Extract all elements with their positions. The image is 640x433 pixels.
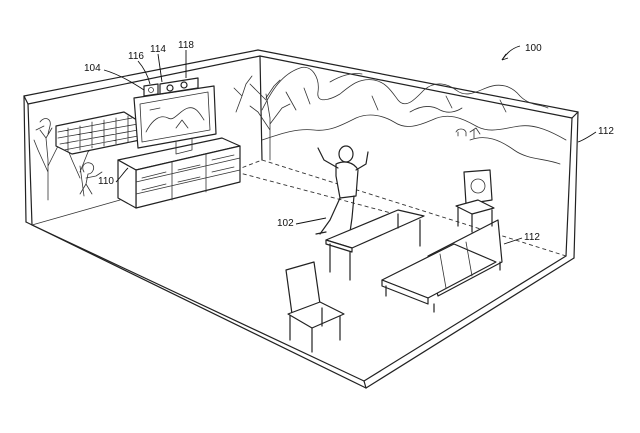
label-104: 104 bbox=[84, 63, 101, 74]
user-figure bbox=[316, 146, 368, 234]
user-head bbox=[339, 146, 353, 162]
room-floor-back-left bbox=[32, 200, 120, 225]
label-110: 110 bbox=[98, 176, 114, 187]
user-torso bbox=[336, 162, 358, 198]
projector-device bbox=[144, 84, 158, 96]
table-top bbox=[326, 210, 424, 248]
room-box bbox=[24, 50, 578, 388]
user-right-arm bbox=[356, 152, 368, 170]
mountain-ridge-5 bbox=[470, 138, 560, 164]
tree-back-wall-2 bbox=[234, 76, 252, 112]
character-left-2 bbox=[36, 119, 50, 134]
mountain-scenery bbox=[262, 67, 566, 164]
label-118: 118 bbox=[178, 40, 194, 51]
chair-back bbox=[456, 170, 494, 232]
mountain-ridge-1 bbox=[262, 67, 548, 110]
leader-114 bbox=[158, 54, 162, 82]
media-console bbox=[118, 138, 240, 208]
leader-112-right bbox=[578, 132, 596, 142]
chair-back-backrest bbox=[464, 170, 492, 204]
user-right-leg bbox=[350, 196, 354, 232]
room-right-vertical bbox=[566, 118, 572, 256]
label-114: 114 bbox=[150, 44, 166, 55]
mountain-tiny-animal bbox=[456, 129, 466, 136]
sensor-lens-a bbox=[167, 85, 173, 91]
room-top-right-corner bbox=[572, 112, 578, 118]
chair-back-seat bbox=[456, 200, 494, 214]
mountain-ridge-2 bbox=[262, 115, 566, 140]
chair-front bbox=[286, 262, 344, 352]
tree-back-wall bbox=[250, 80, 290, 160]
brick-wall-structure bbox=[56, 112, 140, 154]
mountain-tiny-figure bbox=[470, 128, 480, 138]
room-back-corner-vertical bbox=[260, 56, 262, 160]
label-112-right: 112 bbox=[598, 126, 614, 137]
label-102: 102 bbox=[277, 218, 294, 229]
leader-102 bbox=[296, 218, 326, 224]
room-front-left-vertical-outer bbox=[24, 96, 26, 222]
label-100: 100 bbox=[525, 43, 542, 54]
label-116: 116 bbox=[128, 51, 144, 62]
room-right-vertical-outer bbox=[574, 112, 578, 258]
mountain-ridge-4 bbox=[410, 106, 462, 112]
user-left-arm bbox=[318, 148, 338, 168]
sofa bbox=[382, 220, 502, 312]
room-front-left-vertical bbox=[28, 104, 32, 225]
user-left-leg bbox=[320, 198, 340, 234]
leader-100 bbox=[502, 46, 520, 60]
leader-100-arrow bbox=[502, 54, 508, 60]
label-112-sofa: 112 bbox=[524, 232, 540, 243]
room-floor-hidden-line-right bbox=[262, 160, 566, 256]
sensor-lens-b bbox=[181, 82, 187, 88]
